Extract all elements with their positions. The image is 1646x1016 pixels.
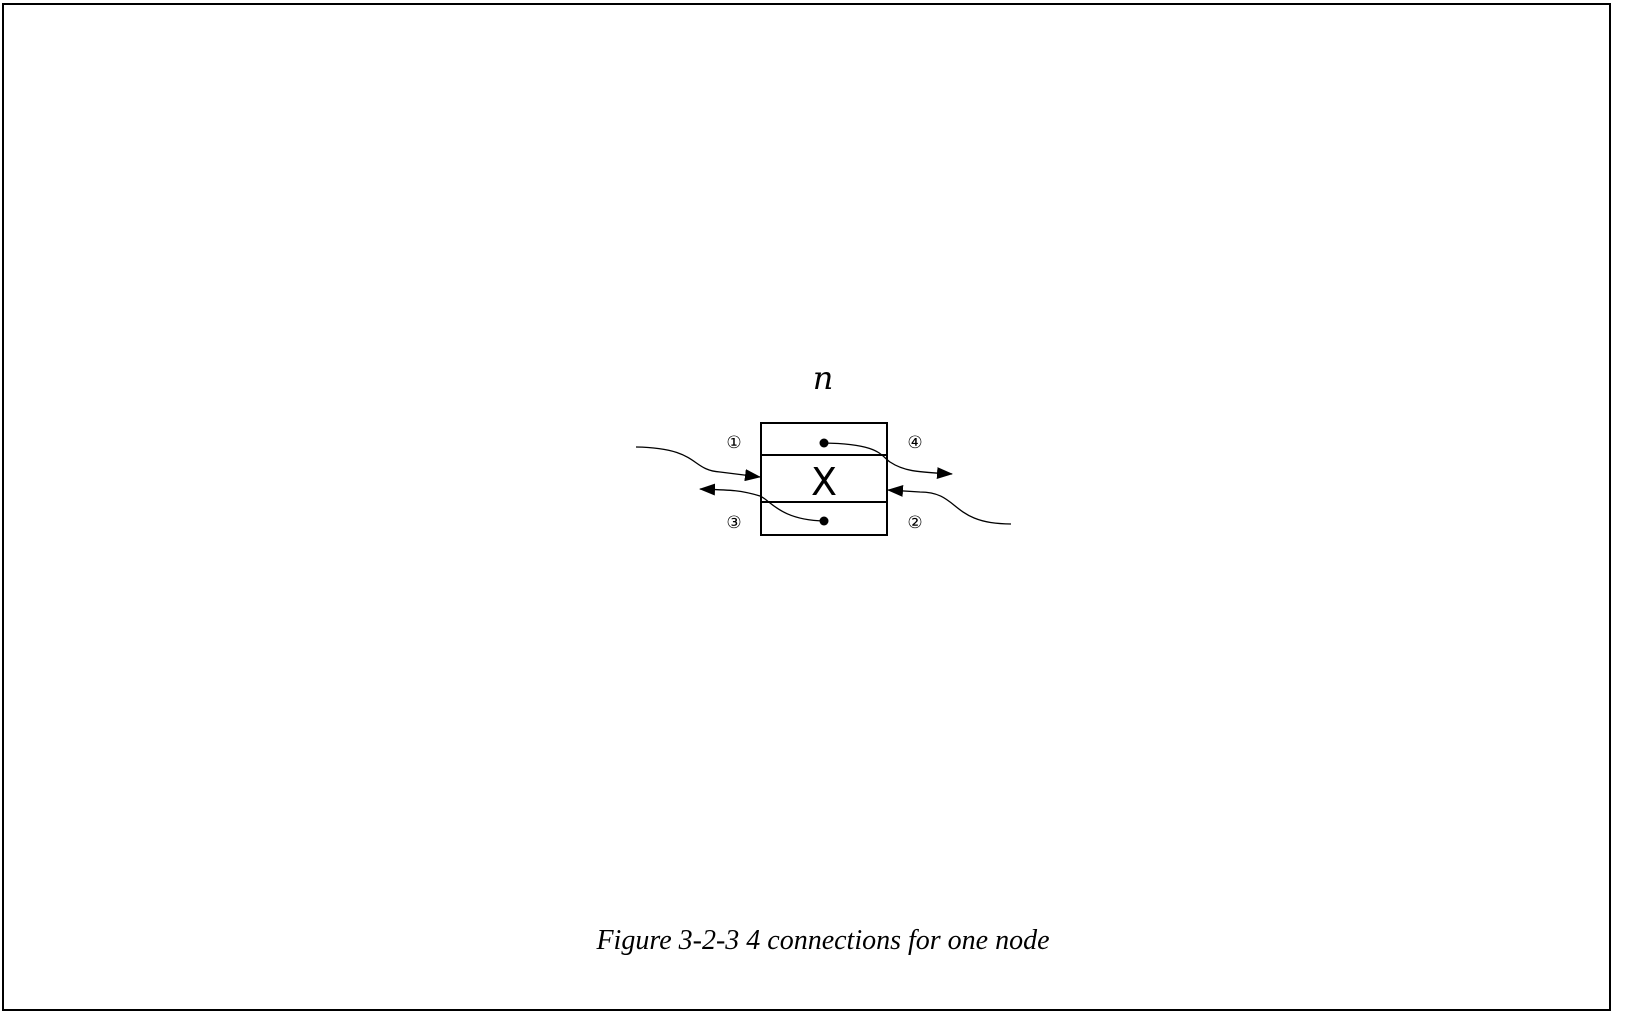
connection-4-label: ④ bbox=[907, 433, 922, 453]
connection-1-curve bbox=[635, 446, 761, 482]
bottom-pointer-dot bbox=[819, 516, 829, 526]
connection-1-label: ① bbox=[726, 433, 741, 453]
figure-caption: Figure 3-2-3 4 connections for one node bbox=[596, 925, 1050, 956]
node-label: n bbox=[813, 359, 834, 397]
connection-2-label: ② bbox=[907, 513, 922, 533]
top-pointer-dot bbox=[819, 438, 829, 448]
connection-2-curve bbox=[887, 484, 1012, 525]
connection-3-curve bbox=[699, 483, 825, 522]
node-value: X bbox=[811, 460, 837, 504]
connection-3-label: ③ bbox=[726, 513, 741, 533]
connection-4-curve bbox=[823, 442, 953, 480]
